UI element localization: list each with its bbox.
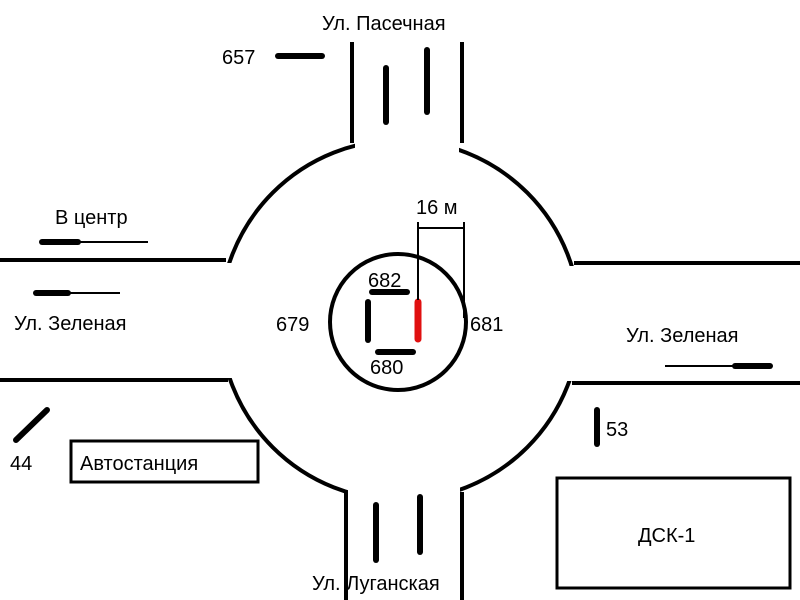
vehicles [13, 47, 600, 563]
street-top: Ул. Пасечная [322, 13, 446, 35]
road-edges [0, 42, 800, 600]
street-left-lower: Ул. Зеленая [14, 313, 126, 335]
dsk-label: ДСК-1 [638, 525, 695, 547]
marker-682: 682 [368, 270, 401, 292]
direction-arrows [33, 239, 773, 369]
marker-680: 680 [370, 357, 403, 379]
street-left-upper: В центр [55, 207, 128, 229]
marker-657: 657 [222, 47, 255, 69]
outer-ring [218, 138, 582, 502]
marker-53: 53 [606, 419, 628, 441]
bus-station-label: Автостанция [80, 453, 198, 475]
marker-681: 681 [470, 314, 503, 336]
dsk-box [555, 476, 792, 590]
marker-679: 679 [276, 314, 309, 336]
marker-44: 44 [10, 453, 32, 475]
center-bars [365, 289, 422, 355]
dimension-line [417, 222, 465, 318]
street-bottom: Ул. Луганская [312, 573, 440, 595]
inner-circle [328, 252, 468, 392]
bus-station-box [69, 439, 260, 484]
street-right: Ул. Зеленая [626, 325, 738, 347]
dimension-label: 16 м [416, 197, 458, 219]
